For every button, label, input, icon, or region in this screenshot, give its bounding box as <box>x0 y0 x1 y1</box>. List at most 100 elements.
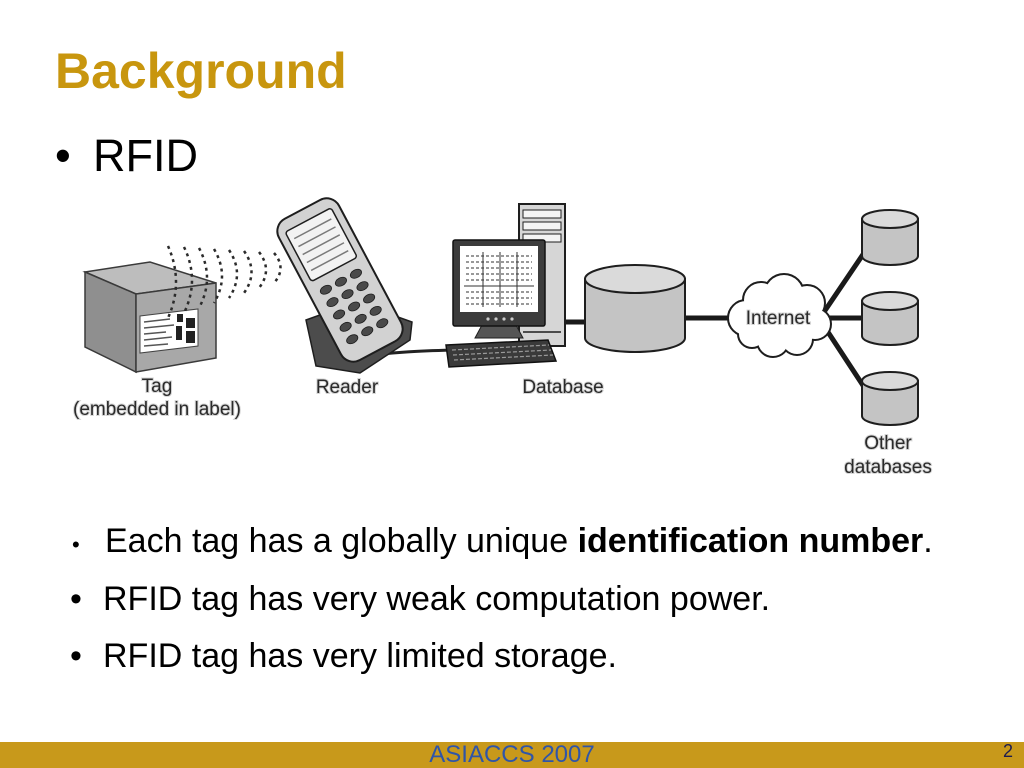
screen-table-rows <box>466 255 532 305</box>
main-bullet-text: RFID <box>93 130 198 181</box>
other-database-body <box>861 380 919 426</box>
other-database-top-icon <box>861 209 919 266</box>
label-barcode-mark <box>177 314 183 322</box>
bullet-item: • RFID tag has very limited storage. <box>70 639 617 673</box>
keypad-key <box>376 318 389 329</box>
bullet-item: • Each tag has a globally unique identif… <box>72 524 933 562</box>
screen-line <box>306 242 345 264</box>
key-row <box>451 344 550 351</box>
slide-title: Background <box>55 43 347 99</box>
reader-label: Reader <box>316 377 379 398</box>
monitor-button <box>502 317 506 321</box>
other-databases-label-line1: Other <box>864 433 912 454</box>
footer-bar: ASIACCS 2007 2 <box>0 742 1024 768</box>
cloud-center-fill <box>746 294 814 342</box>
label-barcode-mark <box>176 326 182 340</box>
reader-screen-lines <box>293 218 349 272</box>
radio-wave <box>257 251 268 289</box>
monitor-button <box>486 317 490 321</box>
key-row <box>452 349 552 356</box>
bullet-text-bold: identification number <box>577 522 924 560</box>
label-text-lines <box>143 318 175 347</box>
monitor-button <box>510 317 514 321</box>
bullet-text: RFID tag has very weak computation power… <box>103 580 771 618</box>
bullet-text-tail: . <box>923 522 933 560</box>
keypad-key <box>319 284 332 295</box>
tag-label: Tag <box>142 376 173 397</box>
bullet-glyph: • <box>72 532 80 557</box>
other-database-top <box>861 291 919 311</box>
radio-wave <box>242 250 253 294</box>
page-number: 2 <box>1003 742 1014 761</box>
drive-bay <box>522 221 562 231</box>
other-database-top <box>861 371 919 391</box>
label-barcode-mark <box>186 331 195 343</box>
monitor-stand <box>474 324 524 339</box>
label-text-line <box>143 343 169 347</box>
screen-line <box>293 218 332 240</box>
radio-wave <box>166 245 178 319</box>
bullet-text: RFID tag has very limited storage. <box>103 637 617 675</box>
label-sticker <box>139 308 199 354</box>
label-text-line <box>143 336 173 341</box>
keypad-key <box>354 313 367 324</box>
radio-waves-icon <box>166 245 282 319</box>
cloud-fill <box>729 275 830 356</box>
key-row <box>453 354 554 361</box>
handheld-reader-icon <box>276 197 413 374</box>
radio-wave <box>227 249 239 299</box>
tag-box-icon <box>82 261 217 374</box>
keypad-key <box>361 326 374 337</box>
tag-note-label: (embedded in label) <box>73 399 241 420</box>
monitor-buttons <box>486 317 514 321</box>
other-database-body <box>861 218 919 266</box>
bullet-glyph: • <box>70 580 82 618</box>
keypad-key <box>346 334 359 345</box>
reader-keypad <box>319 268 389 345</box>
screen-line <box>302 234 341 256</box>
screen-line <box>298 226 336 248</box>
database-body <box>584 278 686 353</box>
network-connectors <box>562 247 869 393</box>
keypad-key <box>369 305 382 316</box>
internet-to-bottom-database-link <box>821 323 869 393</box>
screen-line <box>310 250 349 272</box>
keypad-key <box>349 268 362 279</box>
internet-label: Internet <box>746 308 811 329</box>
monitor-button <box>494 317 498 321</box>
radio-wave <box>197 247 209 309</box>
radio-wave <box>273 252 282 284</box>
bullet-text-plain: Each tag has a globally unique <box>105 522 578 560</box>
database-cylinder-icon <box>584 264 686 353</box>
keyboard <box>445 339 558 368</box>
reader-device <box>276 197 404 363</box>
keypad-key <box>326 297 339 308</box>
internet-cloud-icon <box>727 273 832 358</box>
keypad-key <box>363 293 376 304</box>
rfid-system-diagram: Tag (embedded in label) Reader Database … <box>72 197 933 479</box>
database-label: Database <box>522 377 603 398</box>
computer-icon <box>445 203 566 368</box>
bullet-item: • RFID tag has very weak computation pow… <box>70 582 770 616</box>
screen-table-grid <box>464 252 534 307</box>
label-barcode-mark <box>186 318 195 328</box>
bullet-text: Each tag has a globally unique identific… <box>105 524 933 558</box>
keypad-key <box>334 276 347 287</box>
keypad-key <box>339 321 352 332</box>
keypad-key <box>341 289 354 300</box>
other-database-bottom-icon <box>861 371 919 426</box>
other-database-body <box>861 300 919 346</box>
drive-bay <box>522 209 562 219</box>
bullet-glyph: • <box>55 130 71 181</box>
radio-wave <box>212 248 224 304</box>
rfid-label-icon <box>139 308 199 354</box>
label-text-line <box>143 324 175 329</box>
keypad-key <box>333 309 346 320</box>
bullet-glyph: • <box>70 637 82 675</box>
keypad-key <box>348 301 361 312</box>
keyboard-keys <box>451 344 554 361</box>
other-database-middle-icon <box>861 291 919 346</box>
label-text-line <box>143 318 171 323</box>
monitor-screen <box>460 246 538 312</box>
